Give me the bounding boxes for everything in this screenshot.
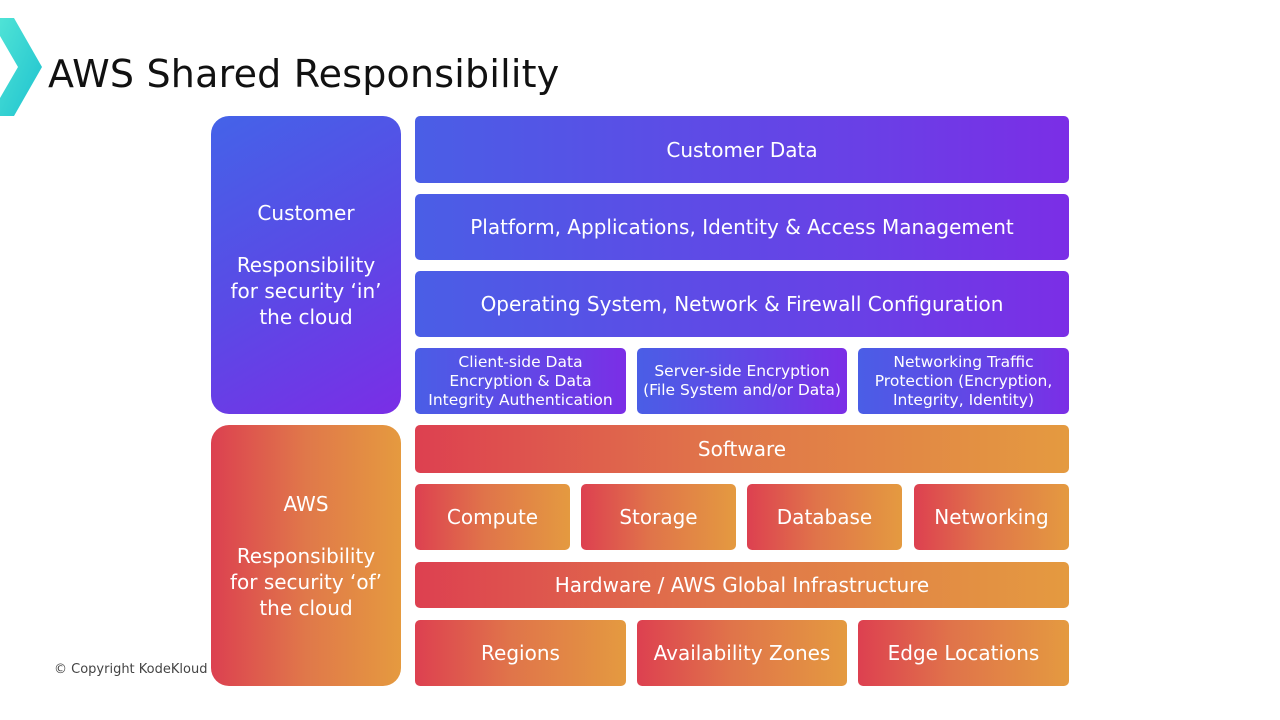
client-encryption-box: Client-side Data Encryption & Data Integ… (415, 348, 626, 414)
aws-heading: AWS (283, 491, 329, 516)
page-title: AWS Shared Responsibility (48, 52, 560, 96)
os-layer: Operating System, Network & Firewall Con… (415, 271, 1069, 337)
customer-data-label: Customer Data (666, 137, 818, 162)
server-encryption-line-1: Server-side Encryption (654, 362, 830, 380)
client-encryption-line-1: Client-side Data (458, 352, 583, 371)
copyright-notice: © Copyright KodeKloud (54, 662, 208, 677)
customer-line-1: Responsibility (236, 253, 376, 277)
database-label: Database (776, 505, 873, 529)
regions-label: Regions (481, 641, 560, 665)
platform-label: Platform, Applications, Identity & Acces… (470, 215, 1014, 239)
network-protection-line-2: Protection (Encryption, (874, 371, 1053, 390)
customer-responsibility-panel: Customer Responsibility for security ‘in… (211, 116, 401, 414)
client-encryption-line-3: Integrity Authentication (428, 390, 613, 409)
edge-locations-label: Edge Locations (887, 641, 1040, 665)
kodekloud-logo-icon (0, 18, 42, 116)
network-protection-box: Networking Traffic Protection (Encryptio… (858, 348, 1069, 414)
availability-zones-label: Availability Zones (653, 641, 831, 665)
customer-heading: Customer (257, 201, 355, 225)
storage-label: Storage (619, 505, 698, 529)
client-encryption-line-2: Encryption & Data (449, 371, 592, 390)
platform-layer: Platform, Applications, Identity & Acces… (415, 194, 1069, 260)
customer-line-3: the cloud (259, 305, 353, 329)
customer-data-layer: Customer Data (415, 116, 1069, 183)
networking-box: Networking (914, 484, 1069, 550)
server-encryption-line-2: (File System and/or Data) (643, 381, 841, 399)
software-label: Software (697, 437, 787, 461)
aws-line-3: the cloud (259, 595, 353, 620)
hardware-layer: Hardware / AWS Global Infrastructure (415, 562, 1069, 608)
database-box: Database (747, 484, 902, 550)
server-encryption-box: Server-side Encryption (File System and/… (637, 348, 847, 414)
network-protection-line-1: Networking Traffic (893, 352, 1034, 371)
software-layer: Software (415, 425, 1069, 473)
network-protection-line-3: Integrity, Identity) (892, 390, 1035, 409)
aws-line-2: for security ‘of’ (229, 569, 383, 594)
compute-label: Compute (446, 505, 539, 529)
storage-box: Storage (581, 484, 736, 550)
availability-zones-box: Availability Zones (637, 620, 847, 686)
networking-label: Networking (934, 505, 1049, 529)
aws-responsibility-panel: AWS Responsibility for security ‘of’ the… (211, 425, 401, 686)
edge-locations-box: Edge Locations (858, 620, 1069, 686)
compute-box: Compute (415, 484, 570, 550)
os-label: Operating System, Network & Firewall Con… (480, 292, 1004, 316)
aws-line-1: Responsibility (236, 543, 376, 568)
hardware-label: Hardware / AWS Global Infrastructure (554, 573, 930, 597)
regions-box: Regions (415, 620, 626, 686)
customer-line-2: for security ‘in’ (230, 279, 382, 303)
